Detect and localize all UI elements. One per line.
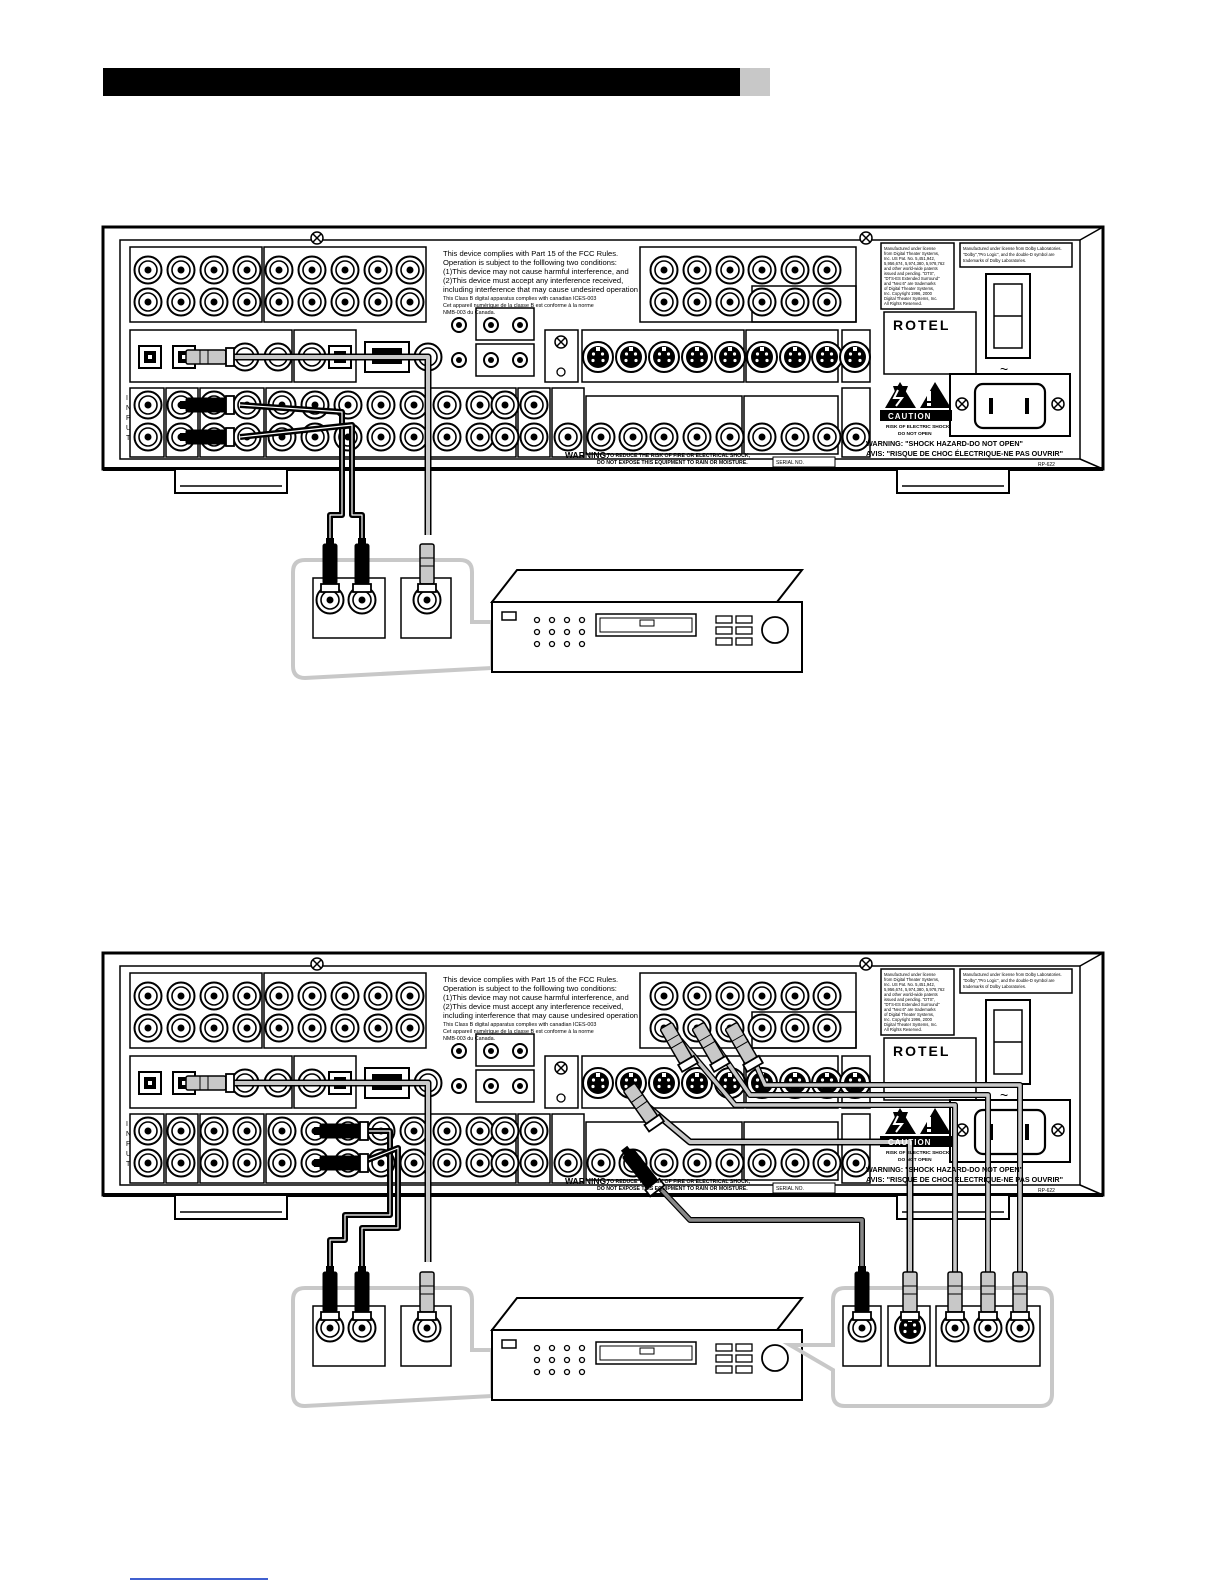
fcc-line-4-b: (2)This device must accept any interfere…: [443, 1002, 623, 1011]
serial-label-b: SERIAL NO.: [776, 1186, 804, 1192]
panel-text-bottom: I N P U T This device complies with Part…: [126, 972, 1063, 1194]
side-label-i-2: I: [126, 1121, 128, 1128]
source-panel-bottom-left: [291, 1265, 494, 1409]
warning-fire-2-b: DO NOT EXPOSE THIS EQUIPMENT TO RAIN OR …: [597, 1186, 748, 1192]
dolby-line-3: trademarks of Dolby Laboratories.: [963, 258, 1026, 263]
fcc-line-3: (1)This device may not cause harmful int…: [443, 267, 629, 276]
power-symbol-b: ~: [1000, 1087, 1008, 1103]
caution-label: CAUTION: [888, 412, 931, 421]
caution-sub-1-b: RISK OF ELECTRIC SHOCK: [886, 1150, 950, 1156]
dts-line-2: from Digital Theater Systems,: [884, 251, 939, 256]
fcc-line-8-b: NMB-003 du Canada.: [443, 1036, 495, 1042]
fcc-line-3-b: (1)This device may not cause harmful int…: [443, 993, 629, 1002]
dts-line-8-b: and "Neo:6" are trademarks: [884, 1007, 936, 1012]
fcc-line-2: Operation is subject to the folllowing t…: [443, 258, 617, 267]
warning-label-b: WARNING:: [565, 1176, 609, 1186]
dts-line-4: 5,956,674, 5,974,380, 5,978,762: [884, 261, 945, 266]
header-tab: [740, 68, 770, 96]
dolby-line-3-b: trademarks of Dolby Laboratories.: [963, 984, 1026, 989]
fcc-line-1-b: This device complies with Part 15 of the…: [443, 975, 618, 984]
power-symbol: ~: [1000, 361, 1008, 377]
serial-label: SERIAL NO.: [776, 460, 804, 466]
dts-line-6: issued and pending. "DTS",: [884, 271, 935, 276]
fcc-line-5-b: including interference that may cause un…: [443, 1011, 638, 1020]
dolby-line-2-b: "Dolby","Pro Logic", and the double-D sy…: [963, 978, 1055, 983]
dts-line-1: Manufactured under license: [884, 246, 936, 251]
dts-line-5-b: and other world-wide patents: [884, 992, 938, 997]
side-label-t: T: [126, 435, 131, 442]
warning-shock-b: WARNING: "SHOCK HAZARD-DO NOT OPEN": [866, 1165, 1023, 1174]
dts-line-4-b: 5,956,674, 5,974,380, 5,978,762: [884, 987, 945, 992]
side-label-i: I: [126, 395, 128, 402]
cd-player-top: [491, 569, 803, 673]
model-label-b: RP-622: [1038, 1188, 1055, 1194]
fcc-line-6-b: This Class B digital apparatus complies …: [443, 1022, 596, 1028]
side-label-n-2: N: [126, 1131, 131, 1138]
warning-shock: WARNING: "SHOCK HAZARD-DO NOT OPEN": [866, 439, 1023, 448]
side-label-n: N: [126, 405, 131, 412]
dts-line-10-b: Inc. Copyright 1996, 2000: [884, 1017, 933, 1022]
fcc-line-6: This Class B digital apparatus complies …: [443, 296, 596, 302]
dolby-line-1: Manufactured under license from Dolby La…: [963, 246, 1062, 251]
caution-label-b: CAUTION: [888, 1138, 931, 1147]
dts-line-11-b: Digital Theater Systems, Inc.: [884, 1022, 937, 1027]
dts-line-12: All Rights Reserved.: [884, 301, 922, 306]
side-label-p-2: P: [126, 1141, 131, 1148]
fcc-line-5: including interference that may cause un…: [443, 285, 638, 294]
dts-line-7-b: "DTS-ES Extended Surround": [884, 1002, 940, 1007]
avis-text-b: AVIS: "RISQUE DE CHOC ÉLECTRIQUE-NE PAS …: [866, 1175, 1063, 1184]
panel-text-top: I N P U T This device complies with Part…: [126, 246, 1063, 468]
dts-line-11: Digital Theater Systems, Inc.: [884, 296, 937, 301]
fcc-line-1: This device complies with Part 15 of the…: [443, 249, 618, 258]
brand-logo-b: ROTEL: [893, 1043, 950, 1059]
fcc-line-7-b: Cet appareil numérique de la classe B es…: [443, 1029, 594, 1035]
dts-line-5: and other world-wide patents: [884, 266, 938, 271]
caution-sub-1: RISK OF ELECTRIC SHOCK: [886, 424, 950, 430]
dts-line-6-b: issued and pending. "DTS",: [884, 997, 935, 1002]
dts-line-9: of Digital Theater Systems,: [884, 286, 934, 291]
warning-label: WARNING:: [565, 450, 609, 460]
footer-link-underline[interactable]: [130, 1578, 268, 1580]
dts-line-12-b: All Rights Reserved.: [884, 1027, 922, 1032]
cables-top: [200, 353, 432, 545]
dolby-line-2: "Dolby","Pro Logic", and the double-D sy…: [963, 252, 1055, 257]
dts-line-3-b: Inc. US Pat. No. 5,451,942,: [884, 982, 935, 987]
dvd-player-bottom: [491, 1297, 803, 1401]
dts-line-1-b: Manufactured under license: [884, 972, 936, 977]
dts-line-10: Inc. Copyright 1996, 2000: [884, 291, 933, 296]
dts-line-8: and "Neo:6" are trademarks: [884, 281, 936, 286]
fcc-line-4: (2)This device must accept any interfere…: [443, 276, 623, 285]
avis-text: AVIS: "RISQUE DE CHOC ÉLECTRIQUE-NE PAS …: [866, 449, 1063, 458]
side-label-p: P: [126, 415, 131, 422]
side-label-u-2: U: [126, 1151, 131, 1158]
dts-line-9-b: of Digital Theater Systems,: [884, 1012, 934, 1017]
warning-fire-1-b: TO REDUCE THE RISK OF FIRE OR ELECTRICAL…: [607, 1179, 751, 1185]
dts-line-2-b: from Digital Theater Systems,: [884, 977, 939, 982]
dolby-line-1-b: Manufactured under license from Dolby La…: [963, 972, 1062, 977]
video-panel-bottom-right: [782, 1265, 1054, 1408]
brand-logo: ROTEL: [893, 317, 950, 333]
header-bar: [103, 68, 740, 96]
side-label-u: U: [126, 425, 131, 432]
fcc-line-8: NMB-003 du Canada.: [443, 310, 495, 316]
source-panel-top: [291, 537, 494, 681]
side-label-t-2: T: [126, 1161, 131, 1168]
caution-sub-2-b: DO NOT OPEN: [898, 1157, 932, 1163]
fcc-line-7: Cet appareil numérique de la classe B es…: [443, 303, 594, 309]
warning-fire-1: TO REDUCE THE RISK OF FIRE OR ELECTRICAL…: [607, 453, 751, 459]
model-label: RP-622: [1038, 462, 1055, 468]
dts-line-3: Inc. US Pat. No. 5,451,942,: [884, 256, 935, 261]
caution-sub-2: DO NOT OPEN: [898, 431, 932, 437]
warning-fire-2: DO NOT EXPOSE THIS EQUIPMENT TO RAIN OR …: [597, 460, 748, 466]
fcc-line-2-b: Operation is subject to the folllowing t…: [443, 984, 617, 993]
dts-line-7: "DTS-ES Extended Surround": [884, 276, 940, 281]
